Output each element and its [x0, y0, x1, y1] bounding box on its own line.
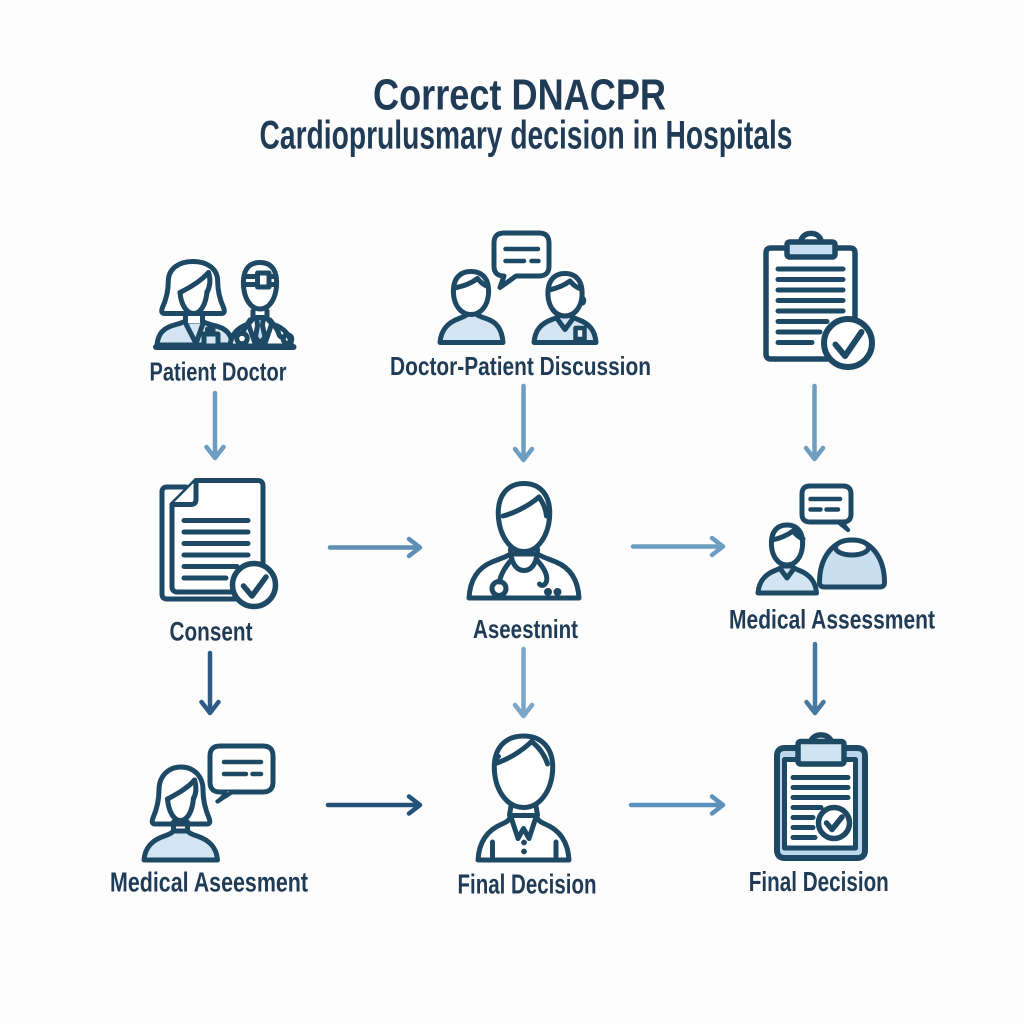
svg-text:Final Decision: Final Decision [458, 868, 597, 899]
svg-text:Medical Assessment: Medical Assessment [729, 605, 935, 635]
svg-text:Medical Aseesment: Medical Aseesment [110, 866, 308, 897]
svg-text:Doctor-Patient Discussion: Doctor-Patient Discussion [390, 351, 651, 381]
svg-text:Consent: Consent [170, 617, 253, 647]
svg-text:Final Decision: Final Decision [749, 866, 889, 897]
svg-text:Aseestnint: Aseestnint [473, 614, 578, 644]
svg-text:Cardioprulusmary decision in H: Cardioprulusmary decision in Hospitals [260, 114, 793, 158]
svg-text:Patient Doctor: Patient Doctor [150, 357, 287, 387]
svg-text:Correct DNACPR: Correct DNACPR [373, 71, 666, 120]
